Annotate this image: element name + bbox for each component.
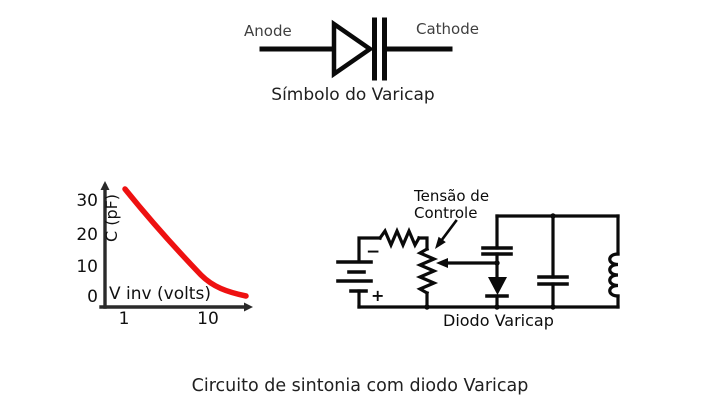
y-tick-30: 30 xyxy=(76,191,98,211)
series-resistor xyxy=(377,226,422,250)
x-tick-10: 10 xyxy=(197,309,219,329)
battery-top-lead xyxy=(357,236,382,263)
control-voltage-label-line2: Controle xyxy=(414,204,478,222)
varicap-diode-triangle xyxy=(488,277,507,295)
control-arrow-shaft xyxy=(439,219,458,243)
x-tick-1: 1 xyxy=(118,309,130,329)
resistor-to-pot-wire xyxy=(417,236,429,251)
capacitance-curve xyxy=(122,186,249,299)
anode-label: Anode xyxy=(244,22,292,40)
figure-caption: Circuito de sintonia com diodo Varicap xyxy=(191,376,529,396)
diode-triangle xyxy=(331,19,374,79)
y-axis-arrow xyxy=(100,181,110,190)
control-arrowhead xyxy=(435,236,446,249)
y-tick-20: 20 xyxy=(76,225,98,245)
varicap-diode-label: Diodo Varicap xyxy=(443,311,554,330)
cathode-label: Cathode xyxy=(416,20,479,38)
potentiometer-body xyxy=(415,246,439,296)
battery-plus-sign: + xyxy=(371,286,385,305)
battery-minus-sign: − xyxy=(366,242,381,262)
control-voltage-label-line1: Tensão de xyxy=(414,187,490,205)
tuning-circuit-drawing xyxy=(336,213,620,310)
junction-dots xyxy=(424,213,556,310)
pot-wiper-arrowhead xyxy=(436,258,448,268)
x-axis-label: V inv (volts) xyxy=(109,284,211,304)
y-tick-10: 10 xyxy=(76,257,98,277)
cv-curve-graph xyxy=(99,181,253,312)
x-axis-arrow xyxy=(244,302,253,312)
symbol-caption: Símbolo do Varicap xyxy=(271,85,435,105)
varicap-symbol-drawing xyxy=(259,17,453,81)
inductor-coil xyxy=(608,252,620,298)
y-axis-label: C (pF) xyxy=(102,193,122,243)
y-tick-0: 0 xyxy=(87,287,98,307)
